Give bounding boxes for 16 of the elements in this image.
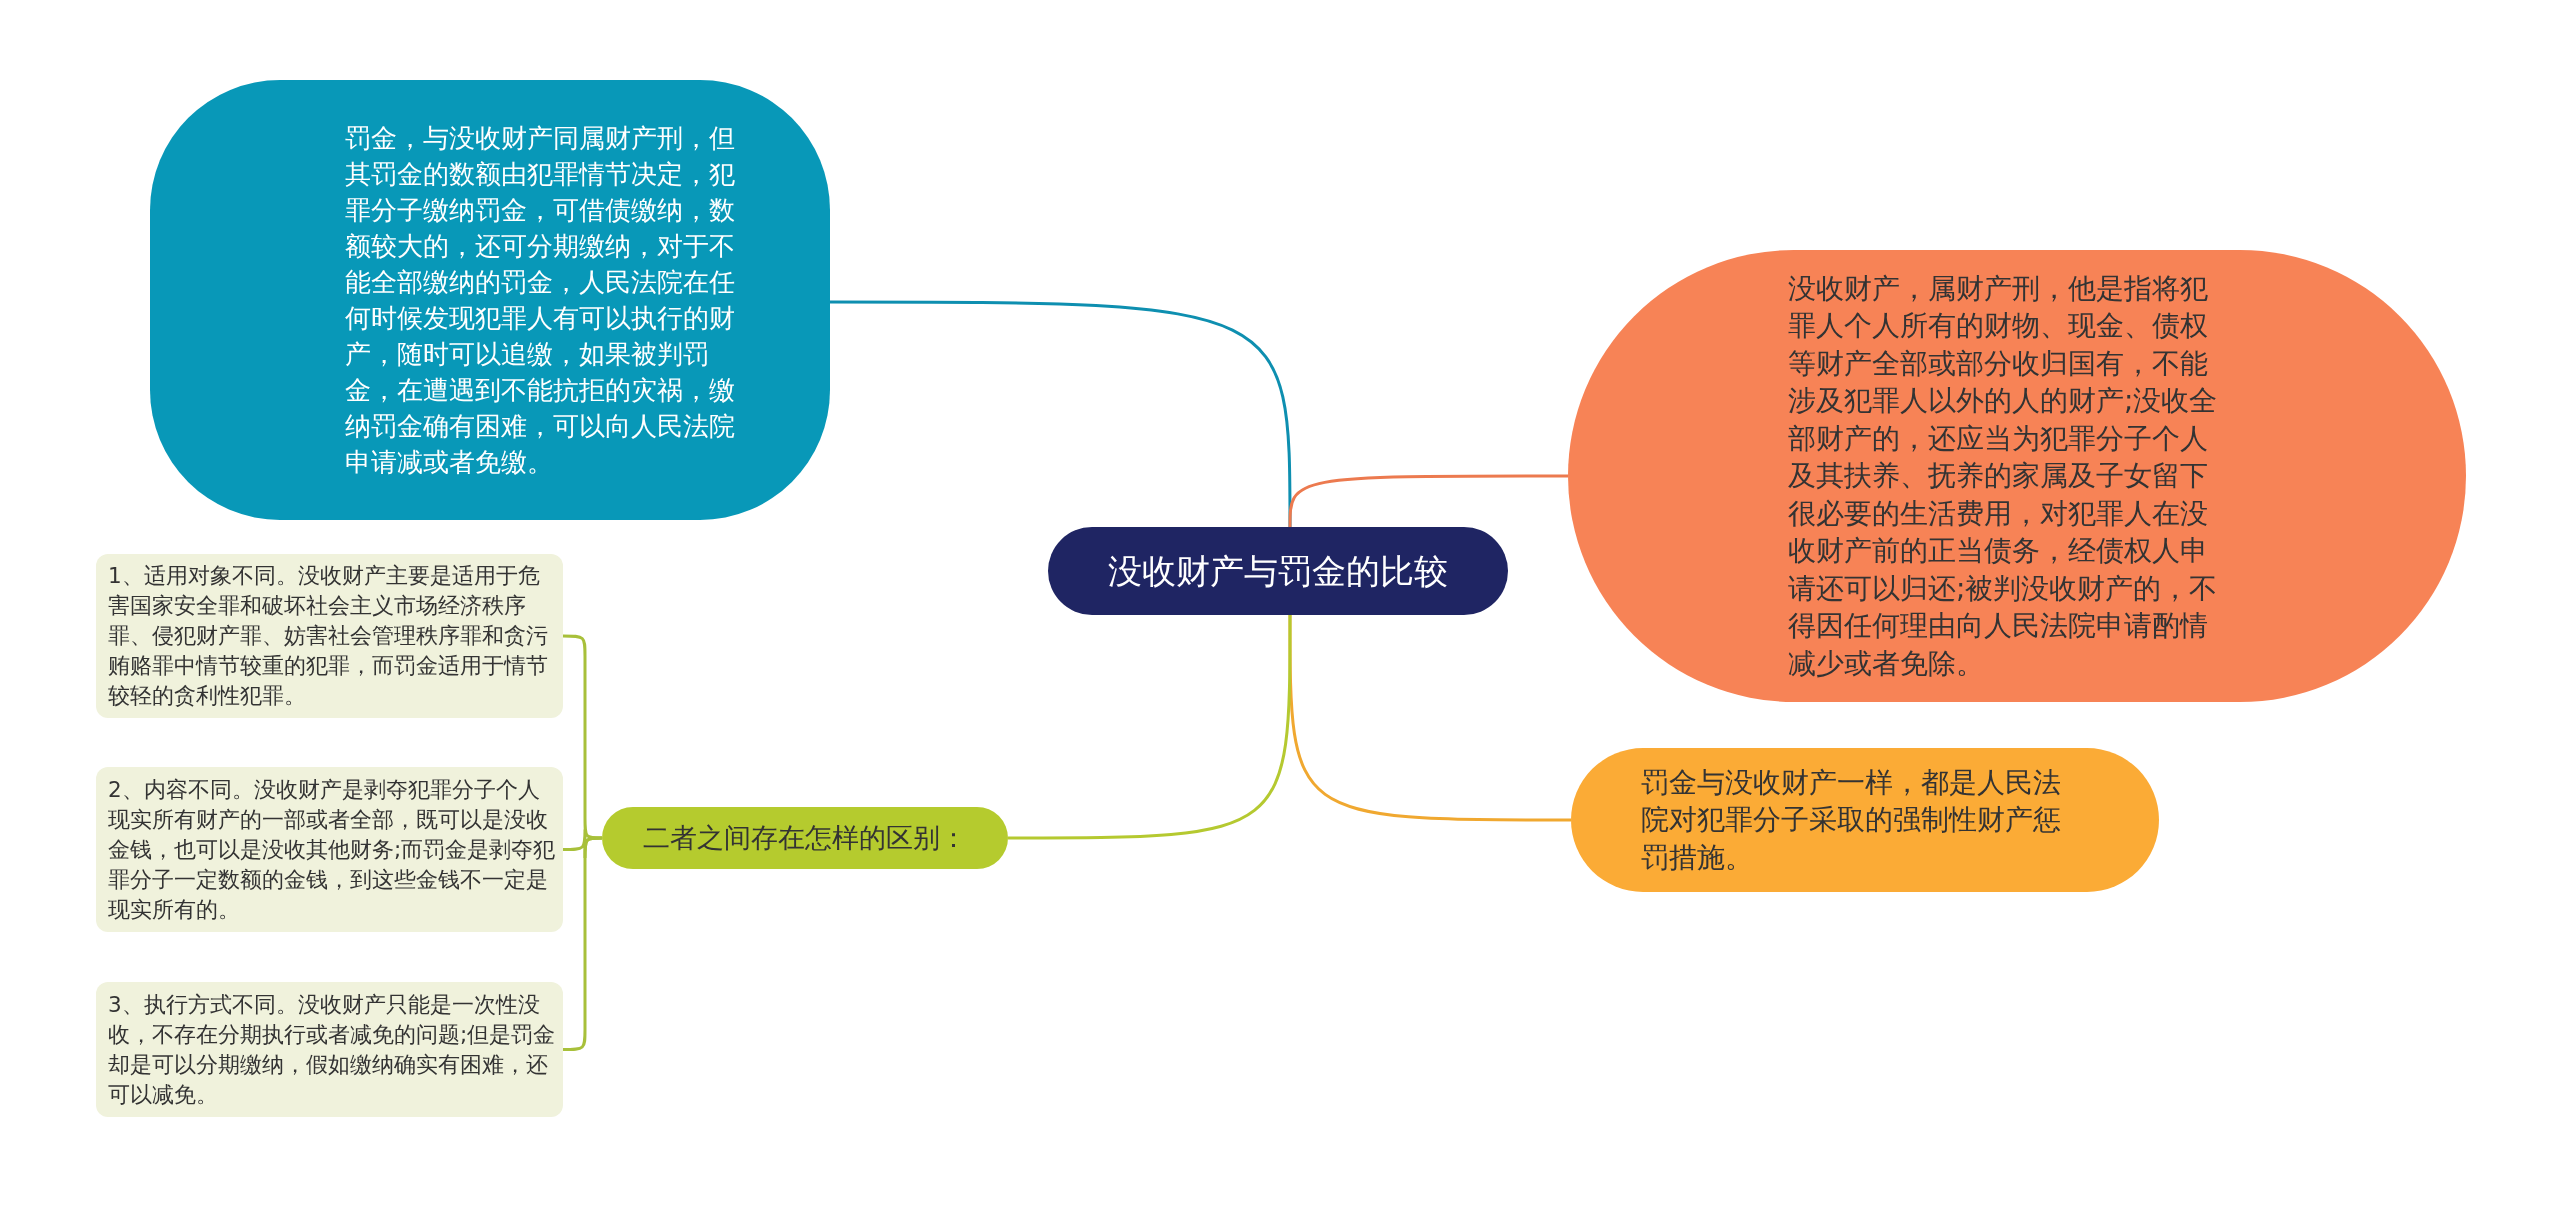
connector-line [1288,615,1571,822]
connector-line [563,836,602,1051]
connector-line [563,634,602,840]
connector-line [1008,615,1292,840]
connector-line [830,300,1292,527]
node-text: 没收财产，属财产刑，他是指将犯罪人个人所有的财物、现金、债权等财产全部或部分收归国有，不能涉及犯罪人以外的人的财产;没收全部财产的，还应当为犯罪分子个人及其扶养、抚养的家属及子女留下很必要的生活费用，对犯罪人在没收财产前的正当债务，经债权人申请还可以归还;被判没收财产的，不得因任何理由向人民法院申请酌情减少或者免除。 [1788,270,2219,682]
connector-line [1288,474,1568,527]
node-text: 3、执行方式不同。没收财产只能是一次性没收，不存在分期执行或者减免的问题;但是罚金却是可以分期缴纳，假如缴纳确实有困难，还可以减免。 [108,990,557,1109]
node-text: 没收财产与罚金的比较 [1108,550,1448,593]
note-box [96,982,563,1117]
node-text: 罚金与没收财产一样，都是人民法院对犯罪分子采取的强制性财产惩罚措施。 [1641,764,2062,876]
node-text: 二者之间存在怎样的区别： [643,821,967,855]
node-text: 2、内容不同。没收财产是剥夺犯罪分子个人现实所有财产的一部或者全部，既可以是没收金钱，也可以是没收其他财务;而罚金是剥夺犯罪分子一定数额的金钱，到这些金钱不一定是现实所有的。 [108,775,557,924]
node-text: 1、适用对象不同。没收财产主要是适用于危害国家安全罪和破坏社会主义市场经济秩序罪、侵犯财产罪、妨害社会管理秩序罪和贪污贿赂罪中情节较重的犯罪，而罚金适用于情节较轻的贪利性犯罪。 [108,562,549,710]
node-text: 罚金，与没收财产同属财产刑，但其罚金的数额由犯罪情节决定，犯罪分子缴纳罚金，可借债缴纳，数额较大的，还可分期缴纳，对于不能全部缴纳的罚金，人民法院在任何时候发现犯罪人有可以执行的财产，随时可以追缴，如果被判罚金，在遭遇到不能抗拒的灾祸，缴纳罚金确有困难，可以向人民法院申请减或者免缴。 [345,122,736,479]
topic-pill [150,80,830,520]
